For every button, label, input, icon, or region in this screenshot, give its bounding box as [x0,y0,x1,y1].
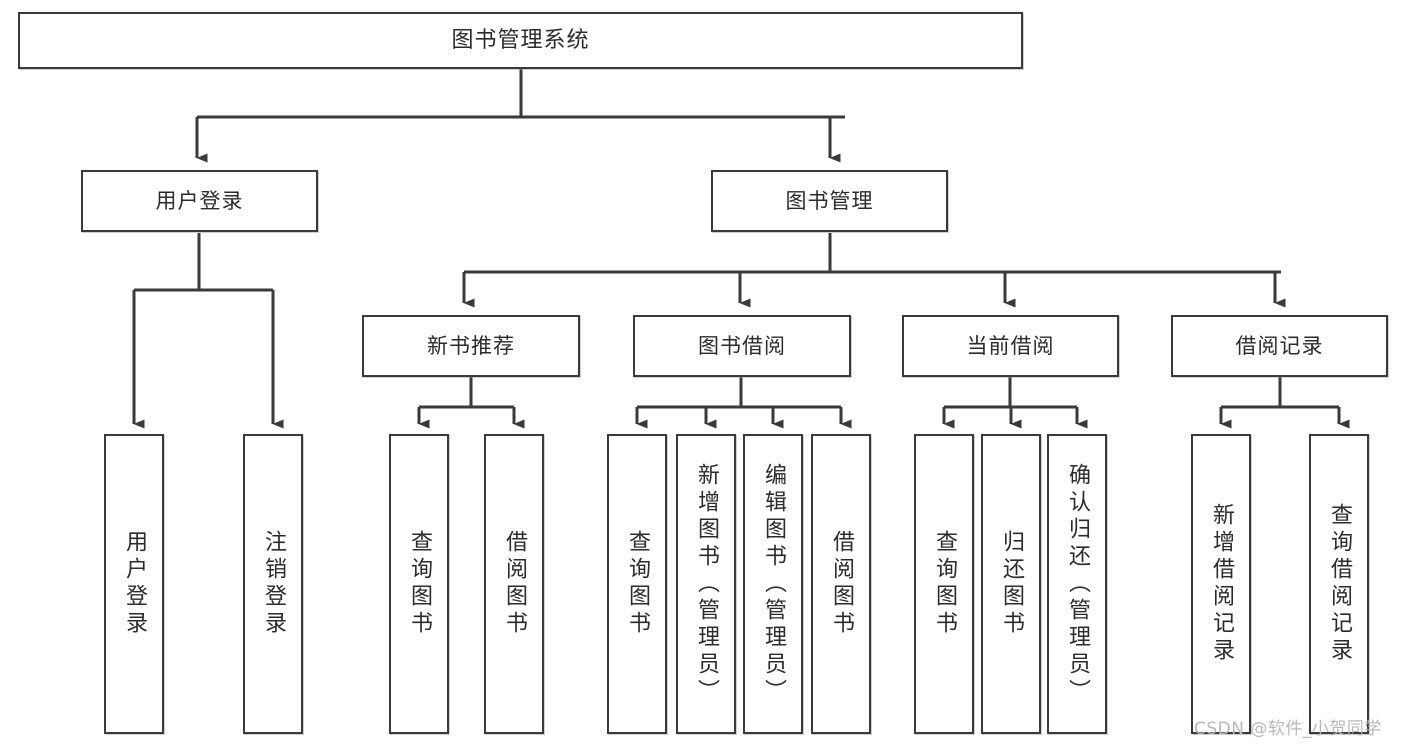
node-label: 新增图书（管理员） [694,462,719,706]
node-label: 借阅记录 [1235,333,1324,358]
node-new-book-recommendation[interactable]: 新书推荐 [362,315,580,377]
node-label: 借阅图书 [502,530,527,638]
leaf-edit-book-admin[interactable]: 编辑图书（管理员） [743,434,803,734]
node-label: 归还图书 [999,530,1024,638]
leaf-query-book-current[interactable]: 查询图书 [914,434,974,734]
leaf-logout[interactable]: 注销登录 [243,434,303,734]
node-label: 查询图书 [932,530,957,638]
node-label: 查询图书 [407,530,432,638]
leaf-add-book-admin[interactable]: 新增图书（管理员） [676,434,736,734]
node-label: 编辑图书（管理员） [761,462,786,706]
node-borrowing-records[interactable]: 借阅记录 [1171,315,1388,377]
node-current-borrowing[interactable]: 当前借阅 [902,315,1119,377]
node-root-book-management-system[interactable]: 图书管理系统 [18,12,1023,69]
leaf-add-borrow-record[interactable]: 新增借阅记录 [1191,434,1251,734]
node-label: 图书管理 [785,188,874,213]
node-label: 用户登录 [155,188,244,213]
node-label: 图书管理系统 [451,27,590,53]
node-book-borrowing[interactable]: 图书借阅 [633,315,851,377]
node-user-login[interactable]: 用户登录 [81,170,318,232]
node-label: 注销登录 [261,530,286,638]
leaf-query-book-new[interactable]: 查询图书 [389,434,449,734]
node-label: 查询借阅记录 [1327,503,1352,665]
node-label: 用户登录 [122,530,147,638]
node-label: 确认归还（管理员） [1065,462,1090,706]
leaf-return-book[interactable]: 归还图书 [981,434,1041,734]
node-label: 查询图书 [625,530,650,638]
leaf-query-borrow-record[interactable]: 查询借阅记录 [1309,434,1369,734]
node-label: 图书借阅 [698,333,786,358]
leaf-confirm-return-admin[interactable]: 确认归还（管理员） [1047,434,1107,734]
node-label: 新增借阅记录 [1209,503,1234,665]
leaf-query-book-borrow[interactable]: 查询图书 [607,434,667,734]
watermark-text: CSDN @软件_小贺同学 [1194,719,1382,739]
leaf-user-login[interactable]: 用户登录 [104,434,164,734]
node-label: 借阅图书 [829,530,854,638]
node-book-management[interactable]: 图书管理 [711,170,948,232]
leaf-borrow-book[interactable]: 借阅图书 [811,434,871,734]
node-label: 当前借阅 [966,333,1055,358]
node-label: 新书推荐 [427,333,515,358]
leaf-borrow-book-new[interactable]: 借阅图书 [484,434,544,734]
